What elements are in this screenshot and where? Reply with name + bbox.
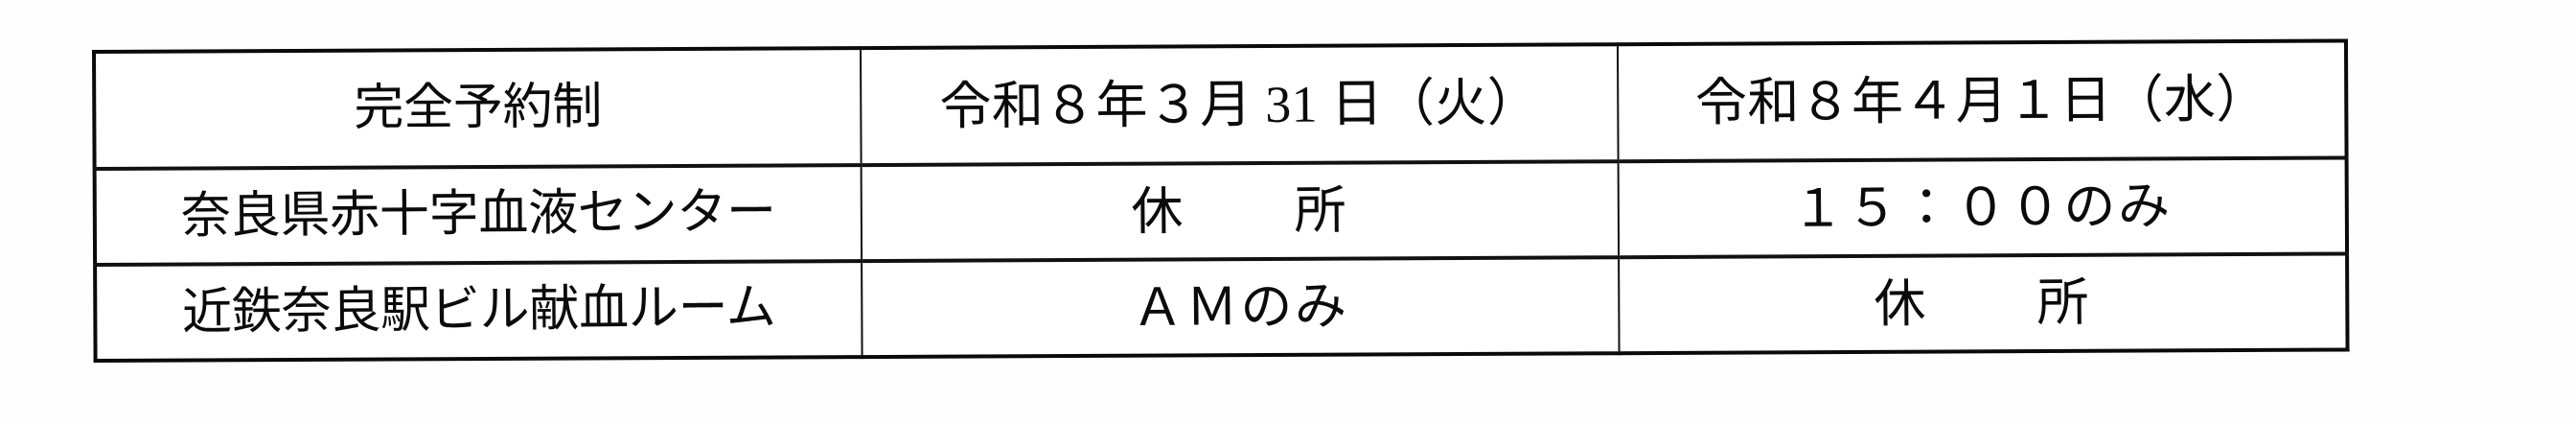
status-cell-date-2: 休 所 <box>1619 253 2348 354</box>
facility-name-cell: 近鉄奈良駅ビル献血ルーム <box>95 261 862 361</box>
header-cell-reservation-policy: 完全予約制 <box>94 48 862 169</box>
header-cell-date-1: 令和８年３月 31 日（火） <box>861 44 1619 166</box>
header-label-reservation-policy: 完全予約制 <box>354 80 603 136</box>
status-label-date-1: 休 所 <box>1131 181 1349 241</box>
header-cell-date-2: 令和８年４月１日（水） <box>1617 40 2347 162</box>
status-label-date-1: ＡＭのみ <box>1131 277 1349 338</box>
status-cell-date-1: ＡＭのみ <box>862 257 1620 358</box>
header-label-date-2: 令和８年４月１日（水） <box>1694 70 2268 132</box>
facility-name-label: 近鉄奈良駅ビル献血ルーム <box>181 280 776 341</box>
header-label-date-1: 令和８年３月 31 日（火） <box>939 74 1540 136</box>
schedule-table-container: 完全予約制 令和８年３月 31 日（火） 令和８年４月１日（水） 奈良県赤十字血… <box>92 38 2350 363</box>
table-row: 近鉄奈良駅ビル献血ルーム ＡＭのみ 休 所 <box>95 253 2348 361</box>
status-label-date-2: １５：００のみ <box>1791 177 2173 238</box>
status-cell-date-2: １５：００のみ <box>1618 157 2348 258</box>
status-cell-date-1: 休 所 <box>861 161 1620 262</box>
facility-name-label: 奈良県赤十字血液センター <box>180 184 776 245</box>
table-header-row: 完全予約制 令和８年３月 31 日（火） 令和８年４月１日（水） <box>94 40 2347 169</box>
table-row: 奈良県赤十字血液センター 休 所 １５：００のみ <box>94 157 2348 265</box>
status-label-date-2: 休 所 <box>1874 273 2092 334</box>
facility-name-cell: 奈良県赤十字血液センター <box>94 165 862 265</box>
blood-donation-schedule-table: 完全予約制 令和８年３月 31 日（火） 令和８年４月１日（水） 奈良県赤十字血… <box>92 38 2350 363</box>
